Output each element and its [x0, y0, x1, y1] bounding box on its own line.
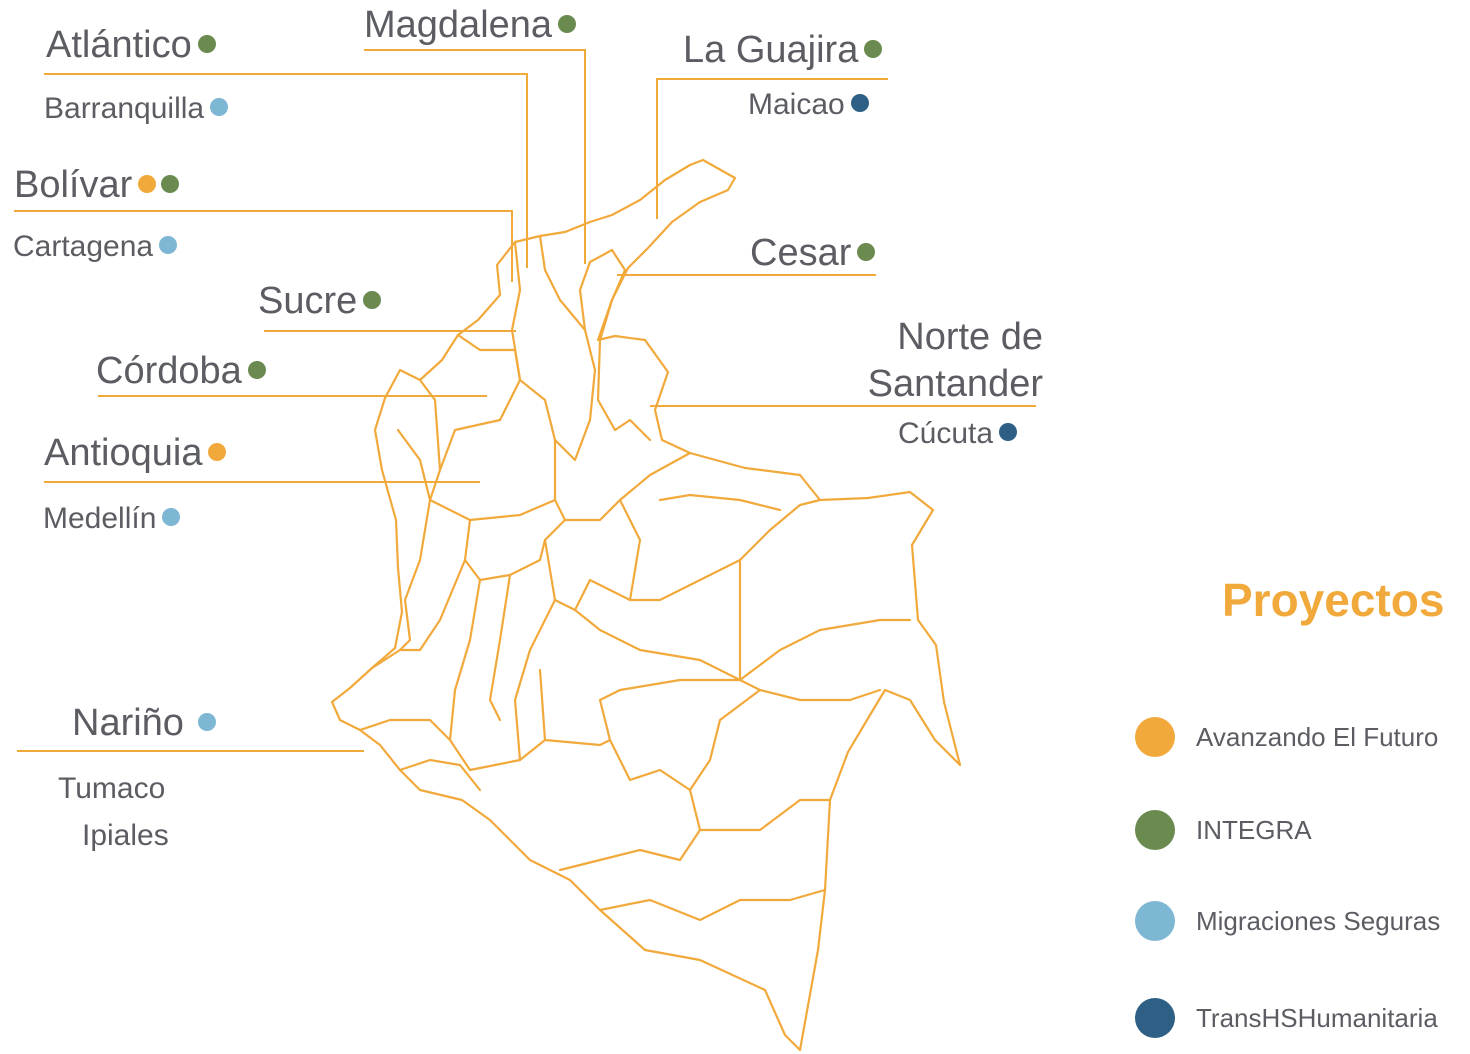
legend-item-migraciones: Migraciones Seguras — [1135, 901, 1440, 941]
leader-la-guajira — [656, 78, 888, 219]
maicao-text: Maicao — [748, 88, 845, 121]
leader-bolivar — [14, 210, 513, 282]
label-norte-de-santander: Norte de Santander — [840, 314, 1043, 408]
avanzando-dot — [138, 174, 157, 193]
label-bolivar: Bolívar — [14, 164, 180, 206]
avanzando-dot — [208, 442, 227, 461]
label-medellin: Medellín — [43, 502, 181, 535]
integra-dot — [161, 174, 180, 193]
integra-dot — [247, 360, 266, 379]
label-cordoba: Córdoba — [96, 352, 266, 390]
label-atlantico: Atlántico — [46, 26, 216, 64]
narino-text: Nariño — [72, 702, 184, 744]
legend-item-avanzando: Avanzando El Futuro — [1135, 717, 1438, 757]
legend-item-transhs: TransHSHumanitaria — [1135, 998, 1438, 1038]
cesar-text: Cesar — [750, 232, 852, 274]
atlantico-text: Atlántico — [46, 24, 192, 66]
label-narino: Nariño — [72, 704, 216, 742]
label-sucre: Sucre — [258, 280, 382, 322]
label-magdalena: Magdalena — [364, 4, 577, 46]
legend-item-integra: INTEGRA — [1135, 810, 1312, 850]
transhs-dot — [850, 94, 869, 113]
country-outline — [330, 158, 962, 1052]
label-antioquia: Antioquia — [44, 432, 227, 474]
tumaco-text: Tumaco — [58, 772, 166, 805]
migraciones-dot — [159, 236, 178, 255]
cartagena-text: Cartagena — [13, 230, 154, 263]
legend-title: Proyectos — [1222, 574, 1445, 626]
integra-dot — [197, 34, 216, 53]
leader-magdalena — [364, 49, 586, 264]
bolivar-text: Bolívar — [14, 164, 133, 206]
migraciones-dot — [162, 508, 181, 527]
integra-dot — [363, 290, 382, 309]
label-cartagena: Cartagena — [13, 230, 178, 263]
label-cucuta: Cúcuta — [898, 417, 1018, 450]
antioquia-text: Antioquia — [44, 432, 203, 474]
label-maicao: Maicao — [748, 90, 869, 120]
circle-icon — [1135, 717, 1175, 757]
label-tumaco-ipiales: Tumaco Ipiales — [58, 766, 169, 859]
label-barranquilla: Barranquilla — [44, 92, 229, 125]
legend-label: INTEGRA — [1196, 814, 1312, 845]
barranquilla-text: Barranquilla — [44, 92, 205, 125]
cordoba-text: Córdoba — [96, 350, 242, 392]
leader-atlantico — [44, 73, 528, 268]
circle-icon — [1135, 998, 1175, 1038]
legend-label: Avanzando El Futuro — [1196, 721, 1439, 752]
ipiales-text: Ipiales — [82, 818, 169, 852]
label-la-guajira: La Guajira — [683, 29, 883, 71]
migraciones-dot — [210, 98, 229, 117]
santander-text: Santander — [867, 363, 1043, 406]
sucre-text: Sucre — [258, 280, 358, 322]
legend-label: TransHSHumanitaria — [1196, 1002, 1438, 1033]
la-guajira-text: La Guajira — [683, 29, 859, 71]
magdalena-text: Magdalena — [364, 4, 553, 46]
integra-dot — [857, 242, 876, 261]
integra-dot — [864, 39, 883, 58]
integra-dot — [558, 14, 577, 33]
circle-icon — [1135, 810, 1175, 850]
norte-de-text: Norte de — [897, 316, 1043, 358]
transhs-dot — [999, 423, 1018, 442]
cucuta-text: Cúcuta — [898, 417, 994, 450]
medellin-text: Medellín — [43, 502, 157, 535]
label-cesar: Cesar — [750, 232, 876, 274]
circle-icon — [1135, 901, 1175, 941]
migraciones-dot — [197, 712, 216, 731]
legend-label: Migraciones Seguras — [1196, 905, 1441, 936]
